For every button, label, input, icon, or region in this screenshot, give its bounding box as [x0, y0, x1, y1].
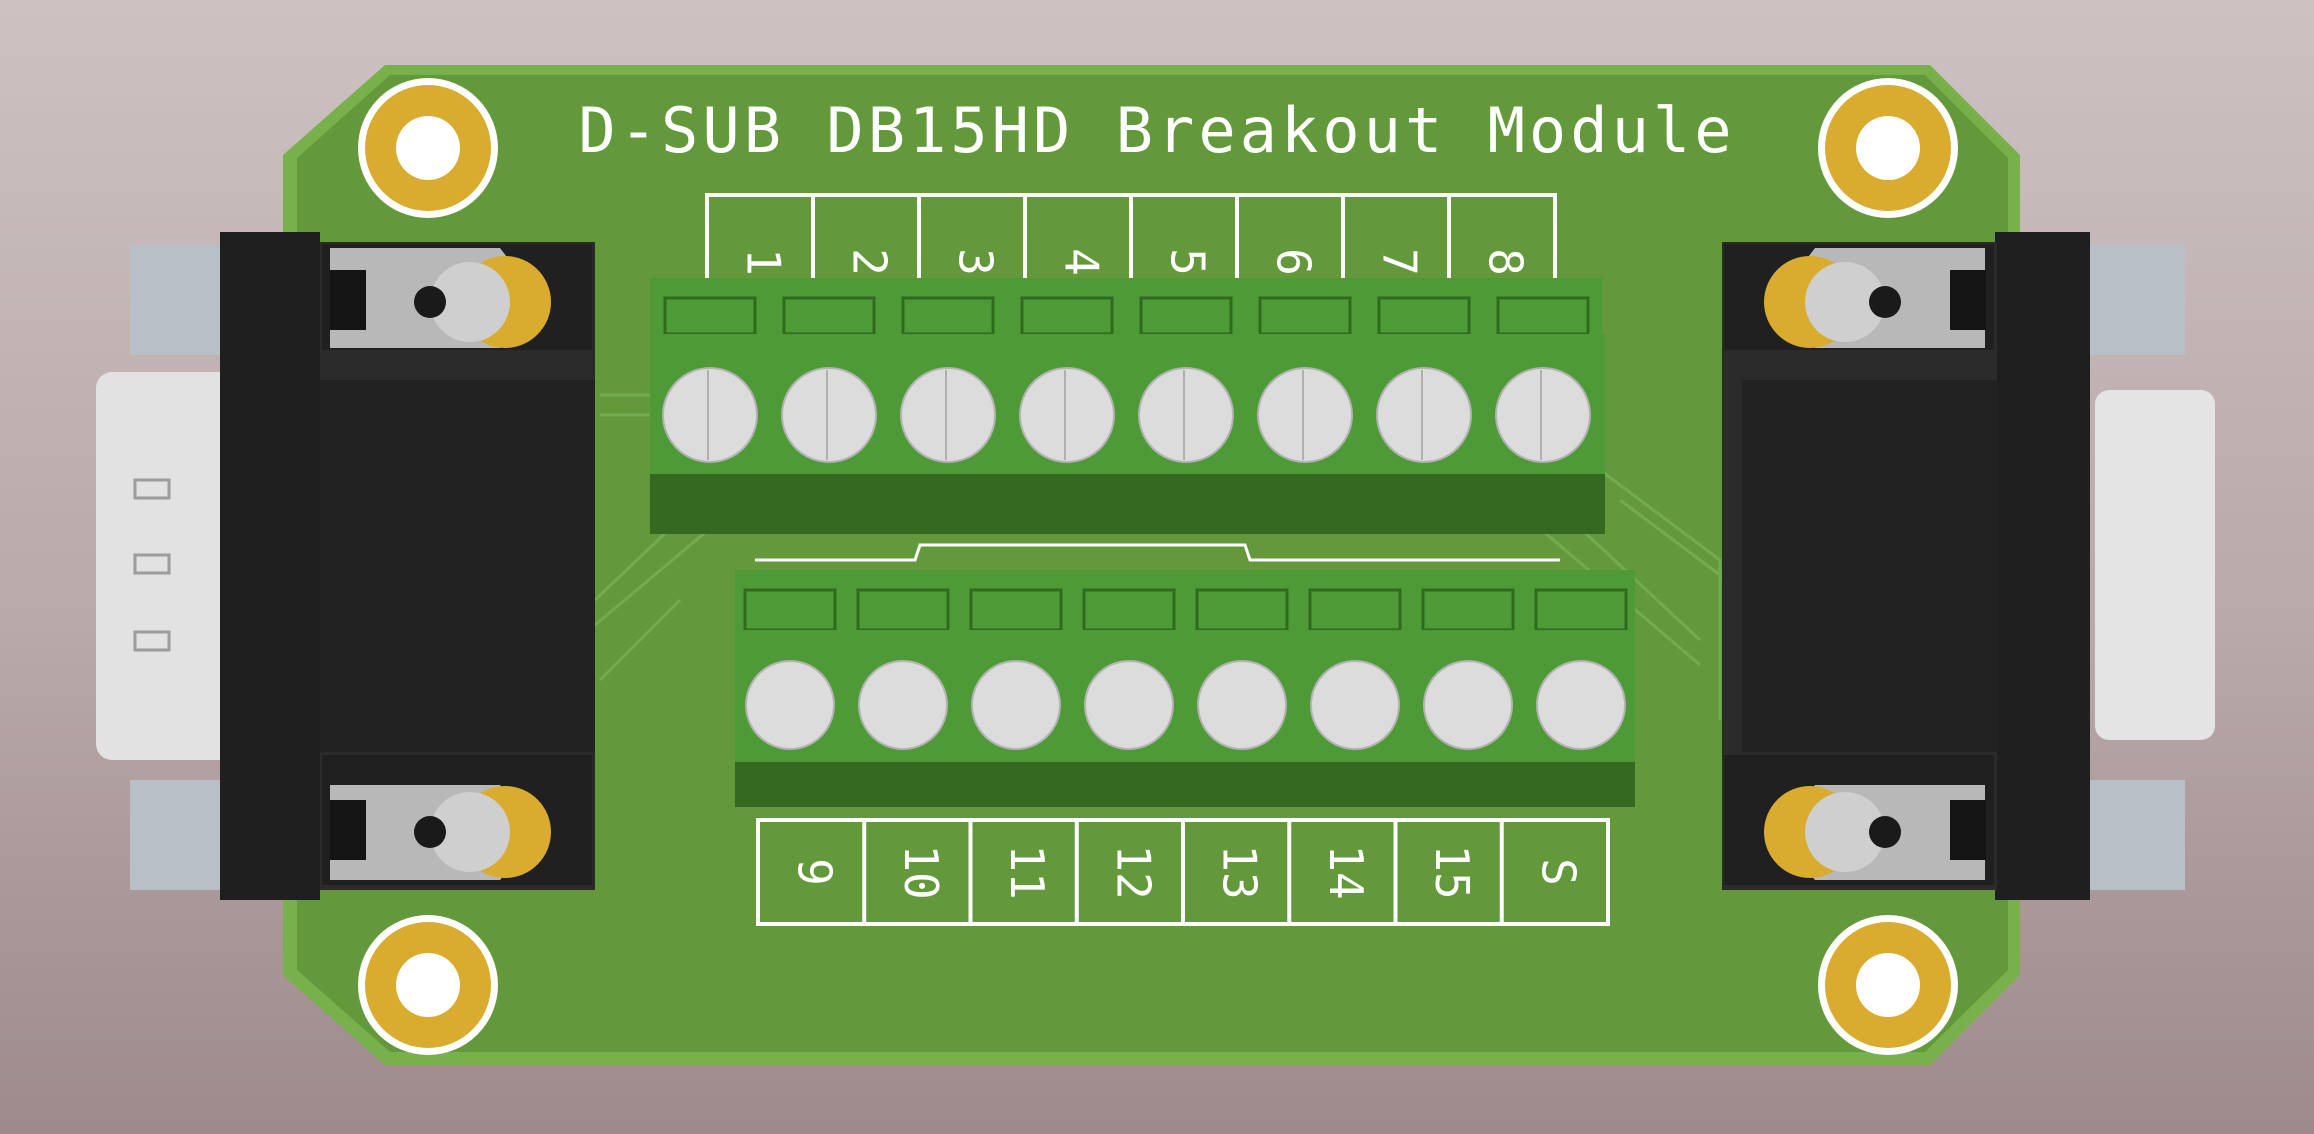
bottom-pin-label: 13: [1213, 844, 1267, 899]
mounting-hole-bottom-right: [1818, 915, 1958, 1055]
bottom-pin-label: S: [1531, 858, 1585, 886]
mounting-hole-top-left: [358, 78, 498, 218]
screw-terminal: [1423, 660, 1513, 750]
bottom-pin-label: 11: [1000, 844, 1054, 899]
bottom-pin-label: 15: [1425, 844, 1479, 899]
silkscreen-divider: [755, 543, 1560, 562]
screw-terminal: [971, 660, 1061, 750]
bottom-pin-label: 10: [894, 844, 948, 899]
top-pin-label: 4: [1055, 248, 1109, 276]
screw-terminal: [1376, 367, 1472, 463]
mounting-hole-top-right: [1818, 78, 1958, 218]
bottom-label-row: 9 10 11 12 13 14 15 S: [756, 818, 1610, 926]
screw-terminal: [1536, 660, 1626, 750]
mounting-holes: [358, 78, 1958, 1055]
top-pin-label: 7: [1373, 248, 1427, 276]
bottom-terminal-block: [735, 570, 1635, 807]
db15hd-female-connector: [1722, 232, 2215, 900]
db15hd-male-connector: [96, 232, 595, 900]
bottom-pin-label: 12: [1106, 844, 1160, 899]
screw-terminal: [858, 660, 948, 750]
top-pin-label: 3: [949, 248, 1003, 276]
screw-terminal: [1197, 660, 1287, 750]
top-pin-label: 1: [737, 248, 791, 276]
screw-terminal: [781, 367, 877, 463]
top-pin-label: 2: [843, 248, 897, 276]
top-pin-label: 8: [1479, 248, 1533, 276]
screw-terminal: [1257, 367, 1353, 463]
top-terminal-block: [650, 278, 1605, 534]
board-title: D-SUB DB15HD Breakout Module: [578, 94, 1735, 167]
screw-terminal: [745, 660, 835, 750]
screw-terminal: [1084, 660, 1174, 750]
bottom-pin-label: 9: [788, 858, 842, 886]
screw-terminal: [662, 367, 758, 463]
bottom-pin-label: 14: [1319, 844, 1373, 899]
screw-terminal: [900, 367, 996, 463]
screw-terminal: [1138, 367, 1234, 463]
top-label-row: 1 2 3 4 5 6 7 8: [705, 193, 1557, 280]
screw-terminal: [1310, 660, 1400, 750]
top-pin-label: 6: [1267, 248, 1321, 276]
top-pin-label: 5: [1161, 248, 1215, 276]
screw-terminal: [1495, 367, 1591, 463]
screw-terminal: [1019, 367, 1115, 463]
mounting-hole-bottom-left: [358, 915, 498, 1055]
